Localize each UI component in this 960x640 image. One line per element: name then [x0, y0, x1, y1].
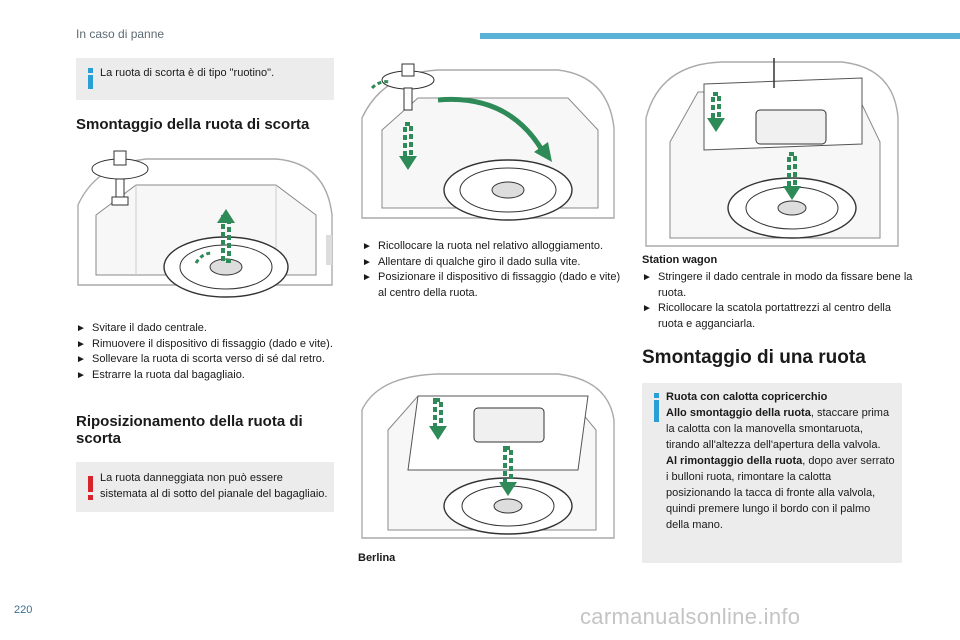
bullet-icon: ►	[76, 369, 86, 381]
illustration-station-wagon	[642, 58, 902, 250]
bullet-icon: ►	[642, 303, 652, 314]
page-number: 220	[14, 604, 33, 616]
list-item: ►Stringere il dado centrale in modo da f…	[642, 271, 913, 299]
list-item: ►Posizionare il dispositivo di fissaggio…	[362, 271, 621, 299]
refit-steps-list: ►Ricollocare la ruota nel relativo allog…	[362, 239, 624, 301]
bullet-icon: ►	[362, 256, 372, 268]
title-wheel-removal: Smontaggio di una ruota	[642, 347, 866, 368]
title-spare-removal: Smontaggio della ruota di scorta	[76, 116, 310, 133]
caption-station-wagon: Station wagon	[642, 254, 718, 266]
wagon-steps-list: ►Stringere il dado centrale in modo da f…	[642, 270, 914, 332]
removal-steps-list: ►Svitare il dado centrale. ►Rimuovere il…	[76, 321, 346, 383]
list-item: ►Svitare il dado centrale.	[76, 321, 346, 337]
bullet-icon: ►	[76, 354, 86, 365]
list-item: ►Ricollocare la ruota nel relativo allog…	[362, 239, 624, 255]
bullet-icon: ►	[76, 338, 86, 350]
list-item: ►Estrarre la ruota dal bagagliaio.	[76, 368, 346, 384]
info-note-hubcap: Ruota con calotta copricerchio Allo smon…	[642, 383, 902, 563]
list-item: ►Rimuovere il dispositivo di fissaggio (…	[76, 337, 346, 353]
section-header: In caso di panne	[76, 27, 165, 41]
list-item: ►Sollevare la ruota di scorta verso di s…	[76, 352, 346, 368]
illustration-spare-removal	[76, 145, 334, 305]
info-note-text: La ruota di scorta è di tipo "ruotino".	[100, 67, 275, 79]
bullet-icon: ►	[76, 323, 86, 334]
illustration-spare-refit	[358, 58, 618, 230]
bullet-icon: ►	[642, 272, 652, 283]
bullet-icon: ►	[362, 272, 372, 283]
info-note-spare: La ruota di scorta è di tipo "ruotino".	[76, 58, 334, 100]
warning-icon	[88, 476, 94, 500]
watermark: carmanualsonline.info	[580, 604, 801, 629]
hubcap-note-text: Ruota con calotta copricerchio Allo smon…	[666, 391, 895, 531]
list-item: ►Ricollocare la scatola portattrezzi al …	[642, 302, 891, 330]
header-accent-bar	[480, 33, 960, 39]
caption-sedan: Berlina	[358, 552, 396, 564]
bullet-icon: ►	[362, 241, 372, 252]
illustration-sedan	[358, 370, 618, 542]
list-item: ►Allentare di qualche giro il dado sulla…	[362, 255, 624, 271]
